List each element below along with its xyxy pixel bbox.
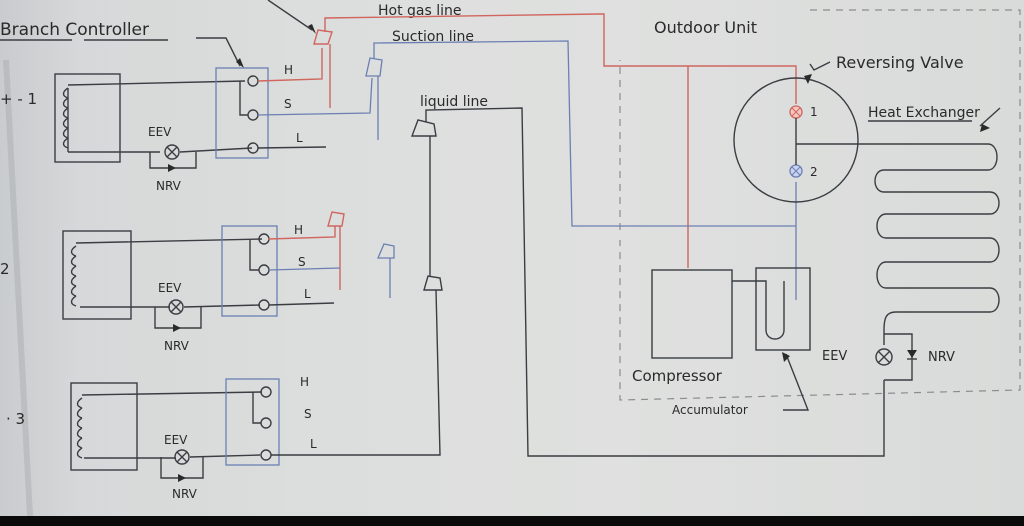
reversing-valve-label: Reversing Valve <box>836 53 964 72</box>
indoor-coil-box <box>70 382 138 471</box>
accumulator-box <box>755 267 811 351</box>
check-valve-icon <box>168 164 176 172</box>
hot-gas-line <box>257 13 797 290</box>
port-s-label: S <box>304 407 312 421</box>
branch-fitting-suction-1 <box>365 57 383 77</box>
arrow-head <box>308 24 316 34</box>
check-valve-icon <box>173 324 181 332</box>
outdoor-eev-label: EEV <box>822 349 847 364</box>
branch-controller-label: Branch Controller <box>0 20 149 40</box>
branch-controller-box-3 <box>225 378 280 466</box>
branch-fitting-suction-2 <box>377 243 395 259</box>
port-l-label: L <box>310 437 317 451</box>
unit-id-label: · 3 <box>6 410 25 428</box>
nrv-label: NRV <box>164 339 190 353</box>
branch-controller-arrow <box>196 37 241 67</box>
coil-windings <box>70 245 77 307</box>
accumulator-label: Accumulator <box>672 403 748 417</box>
branch-controller-box-1 <box>215 67 269 159</box>
pen-shadow <box>3 59 33 516</box>
outdoor-unit-boundary <box>619 9 1021 401</box>
accumulator-u-tube <box>732 280 785 340</box>
reversing-valve: 1 2 <box>733 61 988 203</box>
eev-label: EEV <box>148 125 172 139</box>
port-s <box>258 264 270 276</box>
arrow-head <box>804 74 812 84</box>
port-l-label: L <box>304 287 311 301</box>
outdoor-eev-valve-icon <box>875 348 893 366</box>
port-h <box>247 75 259 87</box>
port-h-label: H <box>294 223 303 237</box>
eev-valve-icon <box>168 299 184 315</box>
port-s <box>247 109 259 121</box>
branch-fitting-hot-2 <box>327 211 345 227</box>
port-s-label: S <box>298 255 306 269</box>
fitting-arrow <box>267 0 313 31</box>
compressor-label: Compressor <box>632 367 723 385</box>
indoor-coil-box <box>62 230 132 320</box>
coil-windings <box>62 87 69 149</box>
port-h-label: H <box>284 63 293 77</box>
accumulator-arrow <box>783 353 810 411</box>
unit-id-label: 2 <box>0 260 10 278</box>
branch-fitting-hot-1 <box>313 29 333 45</box>
nrv-label: NRV <box>172 487 198 501</box>
suction-line <box>257 40 797 300</box>
indoor-unit-3: · 3 EEV NRV H S L <box>6 375 317 501</box>
hot-gas-line-label: Hot gas line <box>378 3 462 19</box>
eev-valve-icon <box>164 144 180 160</box>
port-h <box>260 386 272 398</box>
branch-fitting-liquid-1 <box>410 119 437 137</box>
check-valve-icon <box>178 474 186 482</box>
arrow-head <box>782 352 790 362</box>
unit-id-label: + - 1 <box>0 90 37 108</box>
port-s <box>260 417 272 429</box>
indoor-coil-box <box>54 73 121 163</box>
compressor-box <box>651 269 733 359</box>
nrv-label: NRV <box>156 179 182 193</box>
outdoor-nrv-label: NRV <box>928 350 955 365</box>
arrow-head <box>980 124 990 132</box>
liquid-line <box>257 107 885 457</box>
outdoor-unit-label: Outdoor Unit <box>654 18 757 37</box>
heat-exchanger-arrow <box>979 107 1001 127</box>
port-l <box>258 299 270 311</box>
port-s-label: S <box>284 97 292 111</box>
outdoor-expansion-assembly: EEV NRV <box>822 333 955 381</box>
port-2-label: 2 <box>810 165 818 179</box>
port-l-label: L <box>296 131 303 145</box>
suction-line-label: Suction line <box>392 29 474 45</box>
arrow-head <box>236 58 244 68</box>
eev-label: EEV <box>164 433 188 447</box>
outdoor-check-valve-icon <box>907 350 917 358</box>
video-bottom-bar <box>0 516 1024 526</box>
indoor-unit-1: + - 1 EEV NRV H S L <box>0 63 303 193</box>
port-h-label: H <box>300 375 309 389</box>
heat-exchanger-coil <box>874 143 1000 345</box>
reversing-valve-body <box>733 77 859 203</box>
port-l <box>260 449 272 461</box>
branch-fitting-liquid-2 <box>423 275 443 291</box>
branch-controller-box-2 <box>221 225 278 317</box>
heat-exchanger-label: Heat Exchanger <box>868 105 980 121</box>
coil-windings <box>76 397 83 459</box>
port-1-label: 1 <box>810 105 818 119</box>
eev-label: EEV <box>158 281 182 295</box>
eev-valve-icon <box>174 449 190 465</box>
indoor-unit-2: 2 EEV NRV H S L <box>0 223 311 353</box>
liquid-line-label: liquid line <box>420 94 488 110</box>
